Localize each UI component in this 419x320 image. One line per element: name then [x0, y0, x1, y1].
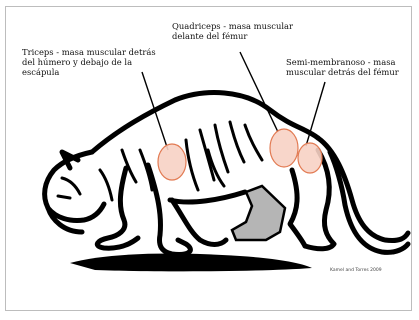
semimembranoso-muscle-highlight: [298, 143, 322, 173]
ground-shadow: [70, 254, 312, 272]
semimembranoso-label: Semi-membranoso - masa muscular detrás d…: [286, 57, 399, 77]
triceps-label: Triceps - masa muscular detrás del húmer…: [22, 47, 156, 77]
image-credit: Kamel and Torres 2009: [330, 268, 382, 273]
quadriceps-label: Quadriceps - masa muscular delante del f…: [172, 21, 293, 41]
cat-outline: [45, 93, 408, 255]
triceps-muscle-highlight: [158, 144, 186, 180]
quadriceps-muscle-highlight: [270, 129, 298, 167]
